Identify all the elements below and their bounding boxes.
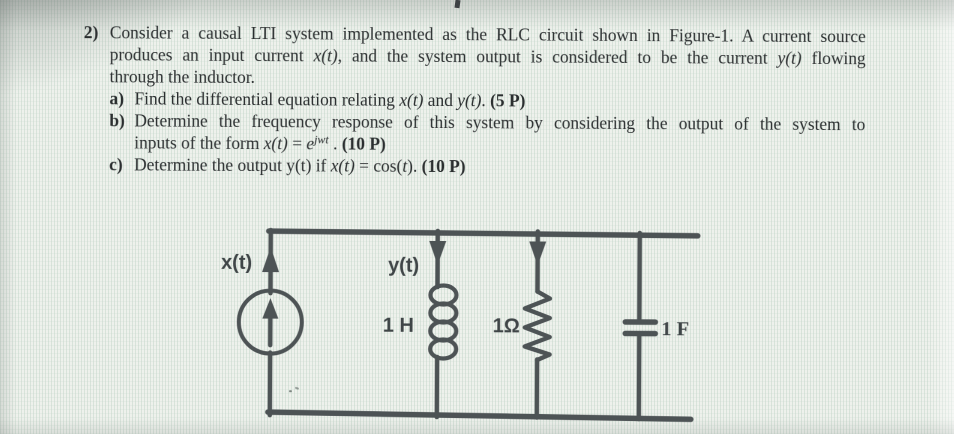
- output-current-label: y(t): [388, 255, 419, 277]
- top-rail-wire: [266, 228, 701, 239]
- photo-speck: [288, 390, 292, 393]
- input-current-label: x(t): [221, 252, 252, 274]
- capacitor-value-label: 1 F: [661, 318, 689, 340]
- resistor-current-down-arrow-icon: [529, 241, 547, 266]
- inductor-coil: [428, 283, 459, 361]
- current-source-up-arrow-icon: [262, 298, 279, 319]
- resistor-value-label: 1Ω: [493, 315, 520, 337]
- source-branch-up-arrow-icon: [262, 247, 280, 273]
- bottom-rail-wire: [265, 409, 694, 423]
- resistor-zigzag: [522, 289, 553, 363]
- inductor-current-down-arrow-icon: [429, 240, 447, 265]
- inductor-value-label: 1 H: [383, 315, 414, 337]
